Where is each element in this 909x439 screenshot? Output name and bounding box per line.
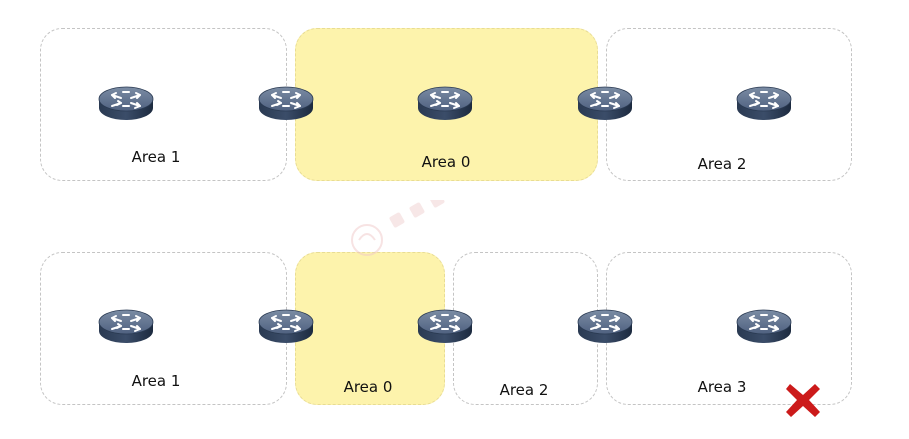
cross-icon	[784, 381, 822, 419]
area-label-bottom-1: Area 1	[131, 372, 181, 390]
router-icon	[257, 303, 315, 347]
watermark-logo	[345, 192, 485, 260]
router-icon	[735, 80, 793, 124]
area-label-bottom-2: Area 2	[499, 381, 549, 399]
router-icon	[416, 80, 474, 124]
router-icon	[576, 80, 634, 124]
router-icon	[576, 303, 634, 347]
area-label-top-0: Area 0	[421, 153, 471, 171]
area-label-top-1: Area 1	[131, 148, 181, 166]
area-label-top-2: Area 2	[697, 155, 747, 173]
router-icon	[97, 80, 155, 124]
router-icon	[735, 303, 793, 347]
router-icon	[257, 80, 315, 124]
router-icon	[416, 303, 474, 347]
area-label-bottom-0: Area 0	[343, 378, 393, 396]
area-box-bottom-area-1	[40, 252, 287, 405]
area-box-top-area-2	[606, 28, 852, 181]
area-box-top-area-1	[40, 28, 287, 181]
area-label-bottom-3: Area 3	[697, 378, 747, 396]
area-box-bottom-area-2	[453, 252, 598, 405]
router-icon	[97, 303, 155, 347]
